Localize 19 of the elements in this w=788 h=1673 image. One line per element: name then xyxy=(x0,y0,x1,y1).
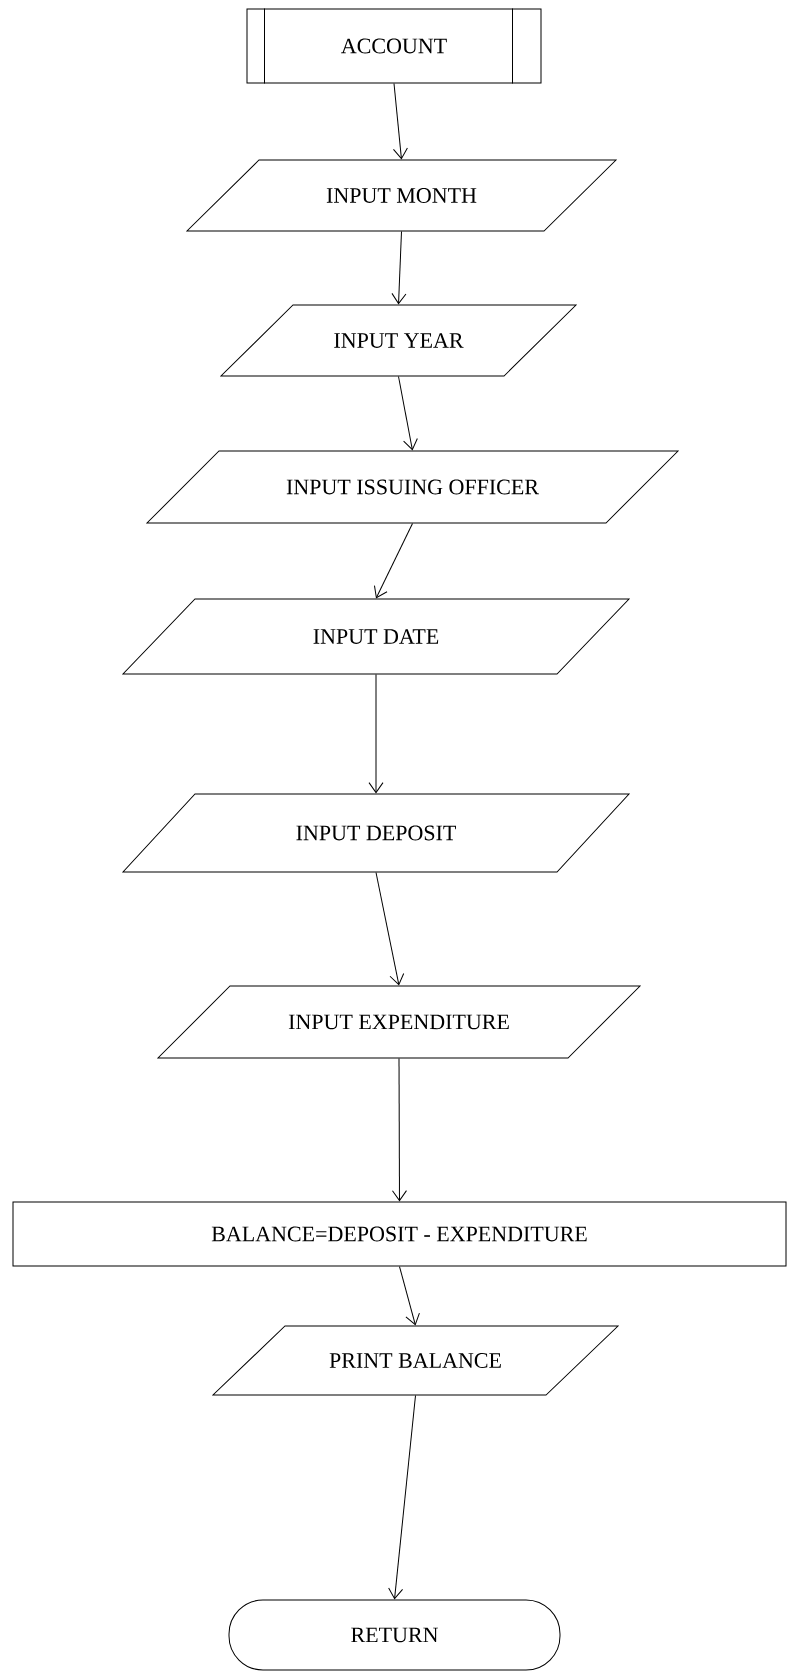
terminator-box: RETURN xyxy=(228,1599,561,1671)
arrow xyxy=(398,376,418,451)
input-output-parallelogram: PRINT BALANCE xyxy=(212,1325,619,1396)
arrow xyxy=(375,872,405,986)
arrow xyxy=(373,523,413,599)
input-output-parallelogram: INPUT DATE xyxy=(122,598,630,675)
arrow xyxy=(388,1395,416,1600)
arrow xyxy=(392,83,408,160)
process-box: BALANCE=DEPOSIT - EXPENDITURE xyxy=(12,1201,787,1267)
arrow xyxy=(368,674,384,794)
arrow xyxy=(399,1266,420,1326)
input-output-parallelogram: INPUT DEPOSIT xyxy=(122,793,630,873)
input-output-parallelogram: INPUT EXPENDITURE xyxy=(157,985,641,1059)
input-output-parallelogram: INPUT YEAR xyxy=(220,304,577,377)
input-output-parallelogram: INPUT MONTH xyxy=(186,159,617,232)
input-output-parallelogram: INPUT ISSUING OFFICER xyxy=(146,450,679,524)
arrow xyxy=(391,231,407,305)
arrow xyxy=(391,1058,407,1202)
predefined-process-box: ACCOUNT xyxy=(246,8,542,84)
